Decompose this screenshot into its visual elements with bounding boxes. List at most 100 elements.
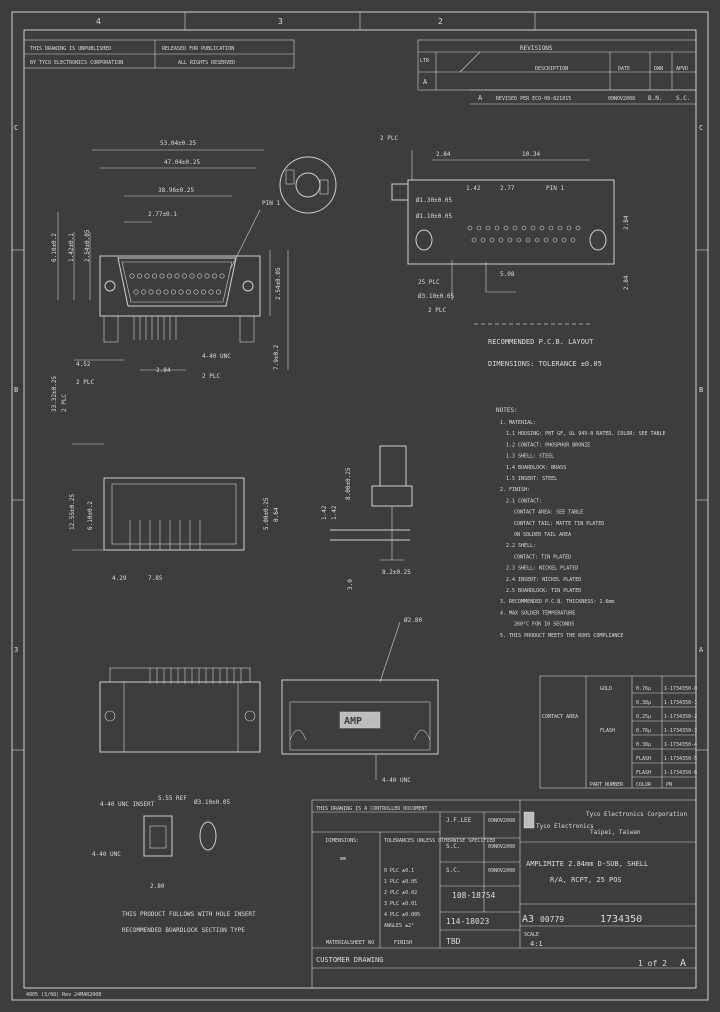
side-pins — [129, 520, 201, 550]
zone-left-a: 3 — [14, 646, 18, 654]
rev-col-desc: DESCRIPTION — [535, 66, 568, 72]
title-block: THIS DRAWING IS A CONTROLLED DOCUMENT DI… — [311, 799, 697, 989]
dim-row-offset: 2.54±0.05 — [84, 229, 91, 262]
option-thickness: 0.76µ — [636, 686, 651, 692]
option-finish: FLASH — [600, 728, 615, 734]
tb-tolerances: TOLERANCES UNLESS OTHERWISE SPECIFIED — [384, 838, 495, 844]
layout-hole-2: Ø1.10±0.05 — [416, 213, 453, 220]
side-dim-height: 12.55±0.25 — [69, 493, 76, 530]
dim-shell-width: 38.96±0.25 — [158, 187, 195, 194]
pcb-hole — [557, 225, 563, 231]
side-dim-4: 7.85 — [148, 575, 163, 582]
side-zone-markers: C B 3 C B A — [12, 124, 708, 751]
layout-hole-1: Ø1.30±0.05 — [416, 197, 453, 204]
end-dim-3: 1.42 — [331, 505, 338, 520]
option-part-number: 1-1734350-0 — [664, 686, 697, 692]
layout-note-1: 2 PLC — [380, 135, 398, 142]
zone-top-2: 2 — [438, 17, 443, 26]
end-dim-4: 3.0 — [347, 579, 354, 590]
tolerance-line: 1 PLC ±0.05 — [384, 879, 417, 885]
rev-a-marker: A — [478, 94, 483, 102]
side-dim-3: 4.29 — [112, 575, 127, 582]
tb-form: 4805 (3/08) Rev 24MAR2008 — [26, 992, 101, 998]
boardlock-dim-4: 2.80 — [150, 883, 165, 890]
layout-dim-6: 2.84 — [623, 215, 630, 230]
pin-contact — [212, 273, 218, 279]
pin-contact — [167, 273, 173, 279]
bottom-body — [281, 679, 439, 755]
revisions-title: REVISIONS — [520, 45, 553, 52]
option-thickness: FLASH — [636, 756, 651, 762]
layout-dim-5: 5.08 — [500, 271, 515, 278]
option-col-label: PN — [666, 782, 672, 788]
front-view: 53.04±0.25 47.04±0.25 38.96±0.25 2.77±0.… — [51, 140, 337, 412]
pcb-hole — [494, 225, 500, 231]
boardlock-caption-1: THIS PRODUCT FOLLOWS WITH HOLE INSERT — [122, 911, 256, 918]
note-line: 1.1 HOUSING: PBT GF, UL 94V-0 RATED, COL… — [506, 431, 666, 437]
tb-dwn: J.F.LEE — [446, 817, 472, 824]
notes-block: NOTES: 1. MATERIAL:1.1 HOUSING: PBT GF, … — [496, 407, 666, 639]
layout-hole-3: 25 PLC — [418, 279, 440, 286]
dim-height: 6.10±0.2 — [51, 233, 58, 262]
rev-a-desc: REVISED PER ECO-08-021015 — [496, 96, 571, 102]
pcb-hole — [503, 225, 509, 231]
option-thickness: 0.76µ — [636, 728, 651, 734]
tb-finish: FINISH — [394, 940, 412, 946]
option-thickness: 0.25µ — [636, 714, 651, 720]
pin-contact — [171, 289, 177, 295]
pin-contact — [141, 289, 147, 295]
pin-contact — [156, 289, 162, 295]
inner-border — [23, 29, 697, 989]
tb-sheet: 1 of 2 — [638, 959, 667, 968]
notice-released: RELEASED FOR PUBLICATION — [162, 46, 234, 52]
layout-holes — [467, 225, 581, 243]
layout-caption-1: RECOMMENDED P.C.B. LAYOUT — [488, 338, 594, 346]
note-line: 5. THIS PRODUCT MEETS THE ROHS COMPLIANC… — [500, 633, 623, 639]
revision-a-line: A REVISED PER ECO-08-021015 09NOV2008 B.… — [470, 89, 696, 105]
d-shell — [117, 257, 237, 307]
pcb-hole — [480, 237, 486, 243]
boardlock-dim-1: 5.55 REF — [158, 795, 187, 802]
layout-outline — [407, 179, 615, 265]
tyco-logo: Tyco Electronics — [536, 823, 594, 830]
rev-a-date: 09NOV2008 — [608, 96, 635, 102]
layout-hole-4: Ø3.10±0.05 — [418, 293, 455, 300]
boardlock-body — [143, 815, 173, 857]
pcb-layout-view: 2.84 10.34 1.42 2.77 PIN 1 5.08 2.84 2.8… — [380, 135, 630, 368]
layout-dim-1: 2.84 — [436, 151, 451, 158]
tb-cage: 00779 — [540, 915, 564, 924]
option-thickness: 0.38µ — [636, 700, 651, 706]
pcb-hole — [467, 225, 473, 231]
pcb-hole — [539, 225, 545, 231]
pcb-hole — [516, 237, 522, 243]
tb-mm: mm — [340, 856, 346, 862]
tb-sheet-label: SHEET NO — [350, 940, 374, 946]
thread-callout-plc: 2 PLC — [202, 373, 220, 380]
option-col-label: PART NUMBER — [590, 782, 624, 788]
pcb-hole — [521, 225, 527, 231]
tb-material: MATERIAL — [326, 940, 350, 946]
notice-unpublished: THIS DRAWING IS UNPUBLISHED — [30, 46, 111, 52]
pin1-callout: PIN 1 — [262, 200, 280, 207]
zone-left-b: B — [14, 386, 18, 394]
tb-scale-label: SCALE — [524, 932, 539, 938]
note-line: CONTACT: TIN PLATED — [514, 554, 571, 560]
pin-contact — [204, 273, 210, 279]
mount-hole-right — [242, 280, 254, 292]
tb-scale-value: 4:1 — [530, 940, 543, 948]
rev-col-ltr: LTR — [420, 58, 430, 64]
tb-title-2: R/A, RCPT, 25 POS — [550, 876, 622, 884]
pin-contact — [133, 289, 139, 295]
layout-dim-7: 2.84 — [623, 275, 630, 290]
layout-caption-2: DIMENSIONS: TOLERANCE ±0.05 — [488, 360, 602, 368]
dim-overall: 53.04±0.25 — [160, 140, 197, 147]
pcb-hole — [566, 225, 572, 231]
pin-contact — [219, 273, 225, 279]
note-line: 2.3 SHELL: NICKEL PLATED — [506, 566, 578, 572]
rev-col-apvd: APVD — [676, 66, 688, 72]
option-part-number: 1-1734350-2 — [664, 714, 697, 720]
amp-logo-plate — [339, 711, 381, 729]
option-thickness: FLASH — [636, 770, 651, 776]
pin-contact — [201, 289, 207, 295]
note-line: CONTACT TAIL: MATTE TIN PLATED — [514, 521, 604, 527]
